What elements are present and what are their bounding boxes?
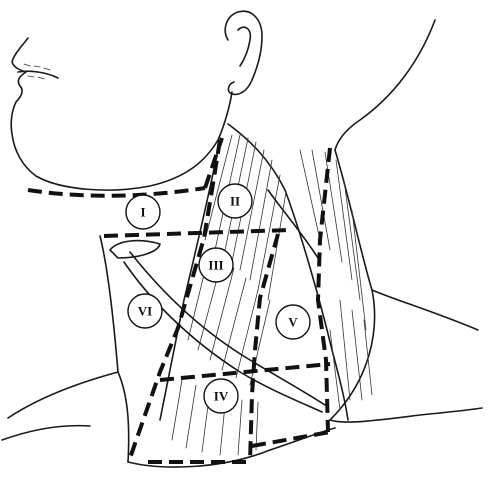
face-profile-outline [11, 38, 232, 190]
level-6-marker: VI [128, 294, 162, 328]
level-1-marker: I [126, 195, 160, 229]
level-2-marker: II [218, 184, 252, 218]
level-3-label: III [208, 258, 223, 273]
level-4-marker: IV [204, 379, 238, 413]
level-boundaries [28, 138, 330, 462]
level-4-label: IV [214, 389, 229, 404]
chest-left-outline [8, 372, 129, 462]
trapezius-lower-outline [330, 290, 482, 422]
nape-outline [335, 20, 435, 150]
level-6-label: VI [138, 304, 152, 319]
left-shoulder-lower [2, 426, 90, 440]
level-5-marker: V [276, 305, 310, 339]
ear-outline [225, 11, 262, 94]
level-3-marker: III [199, 248, 233, 282]
level-2-label: II [230, 194, 240, 209]
level-1-label: I [140, 205, 145, 220]
ear-inner [238, 27, 250, 66]
hyoid-outline [110, 241, 160, 258]
shoulder-outline [335, 150, 478, 330]
level-5-label: V [288, 315, 298, 330]
